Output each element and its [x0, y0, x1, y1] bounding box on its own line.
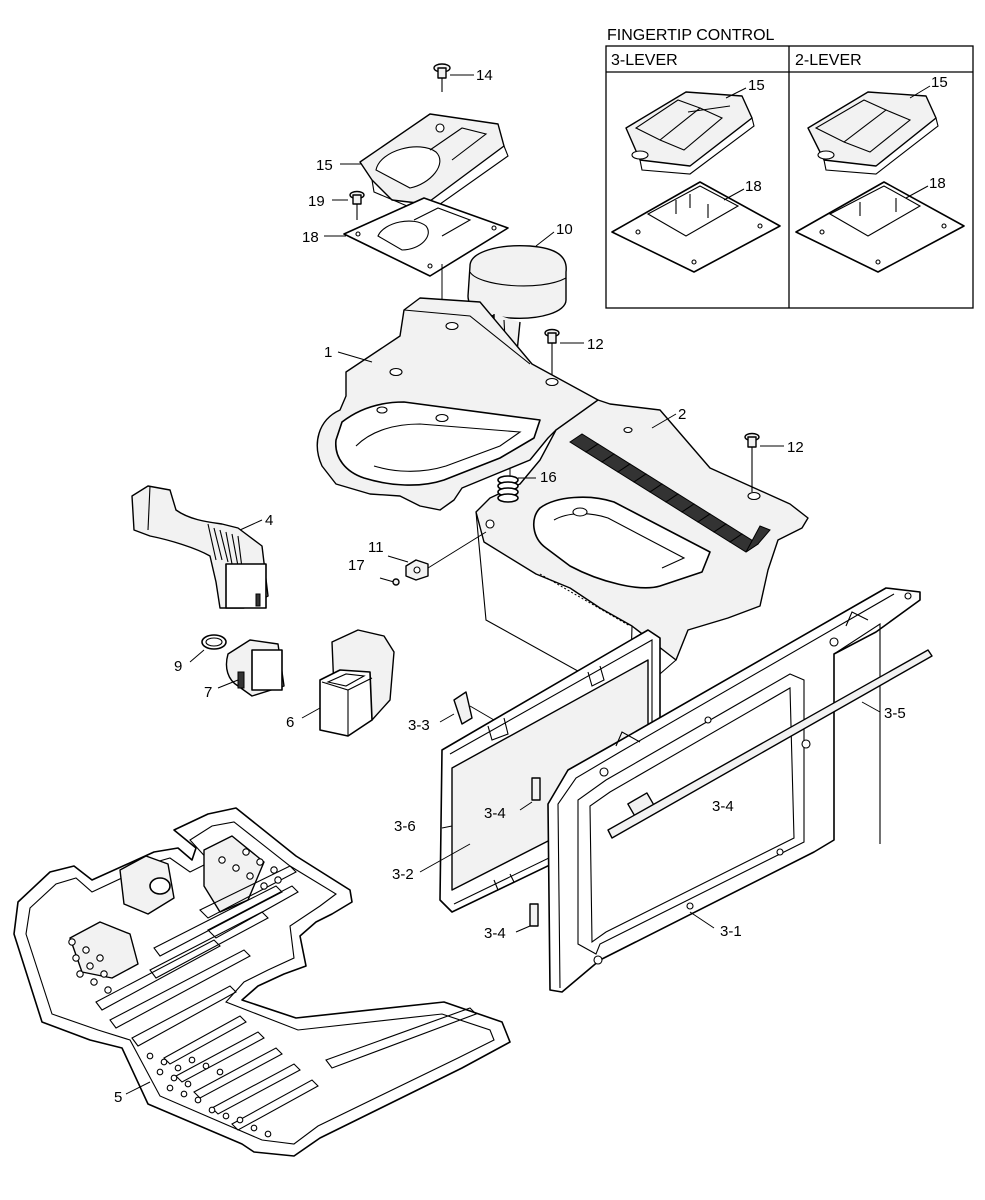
callout-4: 4: [265, 512, 273, 529]
callout-12-lower: 12: [787, 439, 804, 456]
control-panel-2: [475, 399, 809, 701]
seal-strip-3-5: [607, 649, 933, 839]
two-lever-heading: 2-LEVER: [795, 52, 862, 69]
inset-2lever-label-15: 15: [931, 74, 948, 91]
callout-12-upper: 12: [587, 336, 604, 353]
callout-3-5: 3-5: [884, 705, 906, 722]
callout-9: 9: [174, 658, 182, 675]
console-cover-15: [359, 113, 509, 215]
screw-12-lower: [744, 432, 760, 492]
callout-16: 16: [540, 469, 557, 486]
screw-12-upper: [544, 328, 560, 380]
inset-3lever-label-18: 18: [745, 178, 762, 195]
three-lever-heading: 3-LEVER: [611, 52, 678, 69]
callout-18: 18: [302, 229, 319, 246]
fingertip-control-inset: FINGERTIP CONTROL 3-LEVER 2-LEVER 15 18: [605, 27, 974, 309]
inset-title: FINGERTIP CONTROL: [607, 27, 775, 44]
duct-elbow-7: [225, 639, 285, 697]
callout-2: 2: [678, 406, 686, 423]
callout-15: 15: [316, 157, 333, 174]
callout-3-4-a: 3-4: [484, 805, 506, 822]
callout-11: 11: [368, 539, 384, 556]
panel-frame-3-1: [547, 587, 921, 993]
inset-2lever-label-18: 18: [929, 175, 946, 192]
block-3-4-a: [531, 777, 541, 801]
callout-19: 19: [308, 193, 325, 210]
two-lever-cover: [807, 91, 939, 175]
callout-3-6: 3-6: [394, 818, 416, 835]
two-lever-plate: [795, 181, 965, 273]
screw-17: [379, 577, 400, 586]
callout-10: 10: [556, 221, 573, 238]
inset-3lever-label-15: 15: [748, 77, 765, 94]
three-lever-plate: [611, 181, 781, 273]
callout-14: 14: [476, 67, 493, 84]
callout-6: 6: [286, 714, 294, 731]
callout-17: 17: [348, 557, 365, 574]
callout-3-4-b: 3-4: [712, 798, 734, 815]
callout-7: 7: [204, 684, 212, 701]
bolt-14: [433, 63, 451, 92]
spring-16: [497, 475, 519, 503]
callout-3-1: 3-1: [720, 923, 742, 940]
callout-5: 5: [114, 1089, 122, 1106]
hose-clamp-9: [201, 634, 227, 650]
three-lever-cover: [625, 91, 755, 175]
callout-1: 1: [324, 344, 332, 361]
clip-3-3: [453, 691, 473, 725]
air-duct-4: [131, 485, 269, 609]
screw-19: [349, 190, 365, 220]
duct-cover-6: [319, 629, 395, 737]
callout-3-4-c: 3-4: [484, 925, 506, 942]
mounting-plate-18: [343, 197, 509, 277]
floor-mat-5: [13, 807, 511, 1157]
frame-seal-3-6: [439, 629, 661, 913]
knob-11: [405, 559, 429, 581]
block-3-4-c: [529, 903, 539, 927]
console-housing-1: [316, 297, 599, 511]
floor-mat-dots: [68, 848, 282, 1138]
callout-3-3: 3-3: [408, 717, 430, 734]
callout-3-2: 3-2: [392, 866, 414, 883]
